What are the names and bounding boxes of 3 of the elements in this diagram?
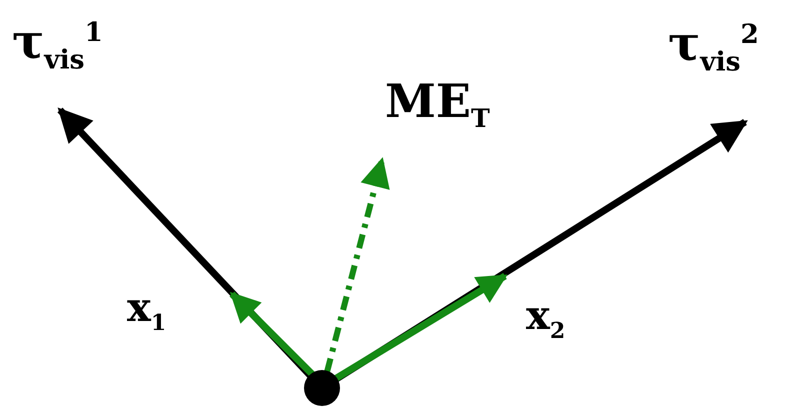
vector-label: ME$_{T}$ [385,78,490,132]
vector-label: x$_{1}$ [127,288,166,334]
vector-label: x$_{2}$ [526,296,566,342]
